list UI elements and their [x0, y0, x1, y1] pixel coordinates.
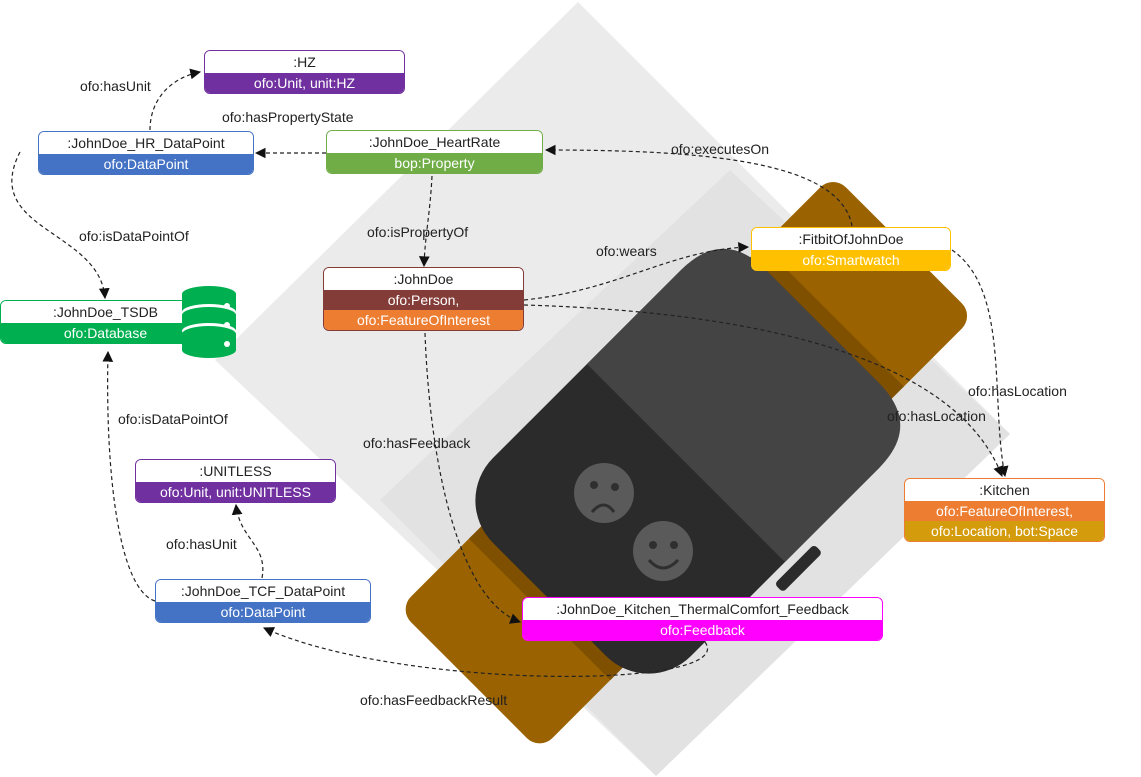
edge-isDataPointOf-hr: [11, 151, 110, 300]
watch-band-top-edge: [748, 245, 904, 401]
node-fitbit-type: ofo:Smartwatch: [752, 250, 950, 270]
edge-wears: [523, 241, 750, 301]
node-hz-title: :HZ: [205, 51, 404, 73]
node-kitchen-type-foi: ofo:FeatureOfInterest,: [905, 501, 1104, 521]
node-johndoe-title: :JohnDoe: [324, 268, 523, 290]
node-hz[interactable]: :HZ ofo:Unit, unit:HZ: [204, 50, 405, 94]
edge-label-hasUnit-hz: ofo:hasUnit: [80, 78, 151, 94]
node-hr-datapoint[interactable]: :JohnDoe_HR_DataPoint ofo:DataPoint: [38, 131, 254, 175]
node-johndoe-type-person: ofo:Person,: [324, 290, 523, 310]
edge-isPropertyOf: [418, 175, 433, 268]
edge-hasUnit-hz: [149, 68, 202, 131]
node-kitchen-type-location: ofo:Location, bot:Space: [905, 521, 1104, 541]
node-heartrate-type: bop:Property: [327, 153, 542, 173]
edge-label-hasUnit-unitless: ofo:hasUnit: [166, 536, 237, 552]
watch-body-shine: [587, 248, 901, 562]
node-feedback[interactable]: :JohnDoe_Kitchen_ThermalComfort_Feedback…: [522, 597, 883, 641]
node-unitless[interactable]: :UNITLESS ofo:Unit, unit:UNITLESS: [135, 459, 336, 503]
node-hr-datapoint-type: ofo:DataPoint: [39, 154, 253, 174]
database-icon: [182, 286, 236, 358]
node-kitchen-title: :Kitchen: [905, 479, 1104, 501]
node-tsdb-type: ofo:Database: [1, 323, 210, 343]
watch-band-bottom: [405, 531, 618, 744]
sad-face-icon: [574, 463, 634, 523]
node-tsdb[interactable]: :JohnDoe_TSDB ofo:Database: [0, 300, 211, 344]
node-tcf-datapoint-type: ofo:DataPoint: [156, 602, 370, 622]
edge-label-hasFeedbackResult: ofo:hasFeedbackResult: [360, 692, 508, 708]
node-feedback-title: :JohnDoe_Kitchen_ThermalComfort_Feedback: [523, 598, 882, 620]
node-fitbit[interactable]: :FitbitOfJohnDoe ofo:Smartwatch: [751, 227, 951, 271]
edge-label-executesOn: ofo:executesOn: [671, 141, 770, 157]
edge-hasFeedbackResult: [263, 627, 709, 678]
node-tcf-datapoint[interactable]: :JohnDoe_TCF_DataPoint ofo:DataPoint: [155, 579, 371, 623]
edge-label-hasLocation-johndoe: ofo:hasLocation: [887, 408, 986, 424]
edge-label-hasLocation-fitbit: ofo:hasLocation: [968, 383, 1067, 399]
edge-isDataPointOf-tcf: [102, 350, 156, 602]
edge-label-isDataPointOf-hr: ofo:isDataPointOf: [79, 228, 189, 244]
edge-label-hasPropertyState: ofo:hasPropertyState: [222, 109, 354, 125]
edge-label-isPropertyOf: ofo:isPropertyOf: [367, 224, 469, 240]
node-feedback-type: ofo:Feedback: [523, 620, 882, 640]
node-unitless-type: ofo:Unit, unit:UNITLESS: [136, 482, 335, 502]
node-unitless-title: :UNITLESS: [136, 460, 335, 482]
edge-label-isDataPointOf-tcf: ofo:isDataPointOf: [118, 411, 228, 427]
edge-hasUnit-unitless: [231, 503, 264, 579]
node-kitchen[interactable]: :Kitchen ofo:FeatureOfInterest, ofo:Loca…: [904, 478, 1105, 542]
edge-executesOn: [544, 144, 853, 227]
node-heartrate[interactable]: :JohnDoe_HeartRate bop:Property: [326, 130, 543, 174]
node-tsdb-title: :JohnDoe_TSDB: [1, 301, 210, 323]
watch-crown: [776, 545, 821, 591]
edge-label-wears: ofo:wears: [596, 243, 657, 259]
node-fitbit-title: :FitbitOfJohnDoe: [752, 228, 950, 250]
edge-hasLocation-fitbit: [951, 249, 1009, 478]
edge-label-hasFeedback: ofo:hasFeedback: [363, 435, 471, 451]
node-johndoe-type-foi: ofo:FeatureOfInterest: [324, 310, 523, 330]
edge-hasFeedback: [424, 332, 522, 624]
node-tcf-datapoint-title: :JohnDoe_TCF_DataPoint: [156, 580, 370, 602]
node-hr-datapoint-title: :JohnDoe_HR_DataPoint: [39, 132, 253, 154]
happy-face-icon: [633, 521, 693, 581]
node-hz-type: ofo:Unit, unit:HZ: [205, 73, 404, 93]
edge-hasLocation-johndoe: [523, 304, 1004, 478]
node-johndoe[interactable]: :JohnDoe ofo:Person, ofo:FeatureOfIntere…: [323, 267, 524, 331]
node-heartrate-title: :JohnDoe_HeartRate: [327, 131, 542, 153]
